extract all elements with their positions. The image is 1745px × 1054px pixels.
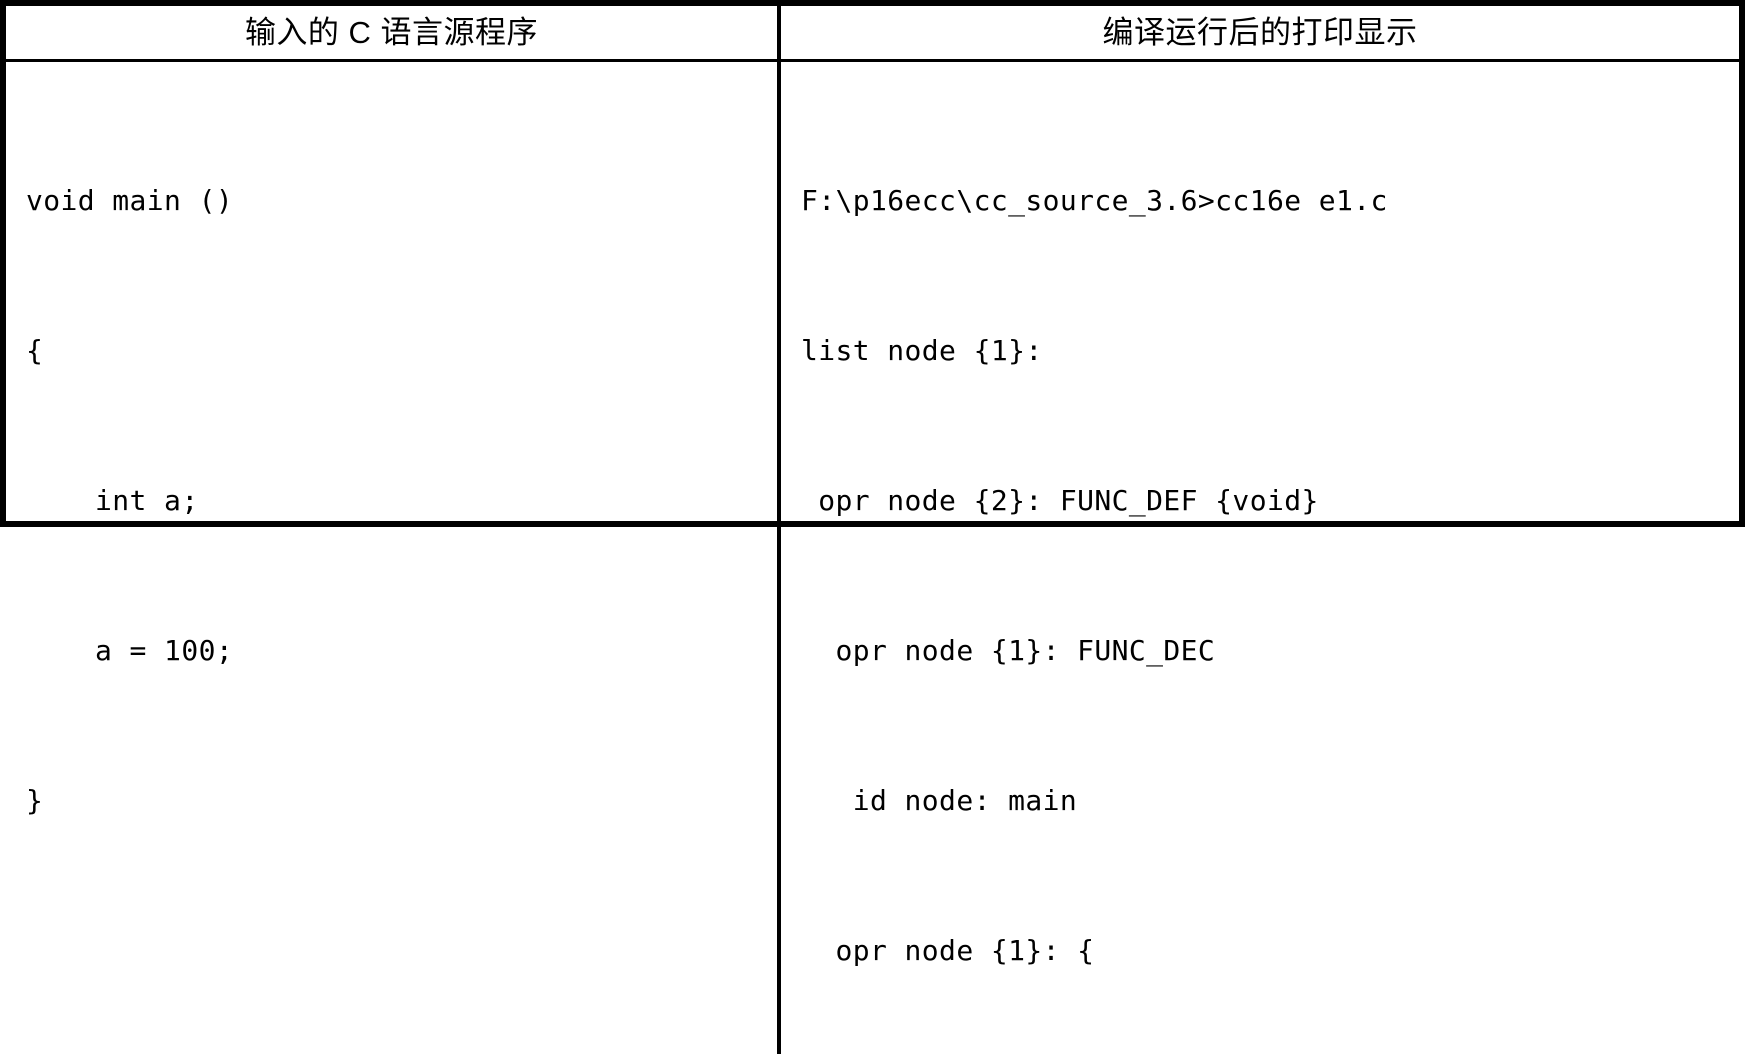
code-line: } [26,784,44,817]
c-source-code-cell: void main () { int a; a = 100; } [6,62,777,1054]
header-source-program: 输入的 C 语言源程序 [244,15,539,50]
cell-compiler-output: F:\p16ecc\cc_source_3.6>cc16e e1.c list … [781,62,1739,1054]
c-source-code-block: void main () { int a; a = 100; } [26,76,777,926]
output-line: opr node {1}: { [801,934,1095,967]
header-cell-left: 输入的 C 语言源程序 [6,6,781,59]
header-cell-right: 编译运行后的打印显示 [781,6,1739,59]
table-body-row: void main () { int a; a = 100; } F:\p16e… [6,62,1739,1054]
code-line: a = 100; [26,634,234,667]
table-header-row: 输入的 C 语言源程序 编译运行后的打印显示 [6,6,1739,62]
compiler-output-cell: F:\p16ecc\cc_source_3.6>cc16e e1.c list … [781,62,1739,1054]
code-line: { [26,334,44,367]
output-line: F:\p16ecc\cc_source_3.6>cc16e e1.c [801,184,1388,217]
header-compiled-output: 编译运行后的打印显示 [1102,15,1418,50]
code-line: void main () [26,184,234,217]
output-line: list node {1}: [801,334,1043,367]
code-line: int a; [26,484,199,517]
cell-c-source: void main () { int a; a = 100; } [6,62,781,1054]
output-line: opr node {2}: FUNC_DEF {void} [801,484,1319,517]
output-line: id node: main [801,784,1078,817]
compiler-output-code-block: F:\p16ecc\cc_source_3.6>cc16e e1.c list … [801,76,1739,1054]
output-line: opr node {1}: FUNC_DEC [801,634,1216,667]
